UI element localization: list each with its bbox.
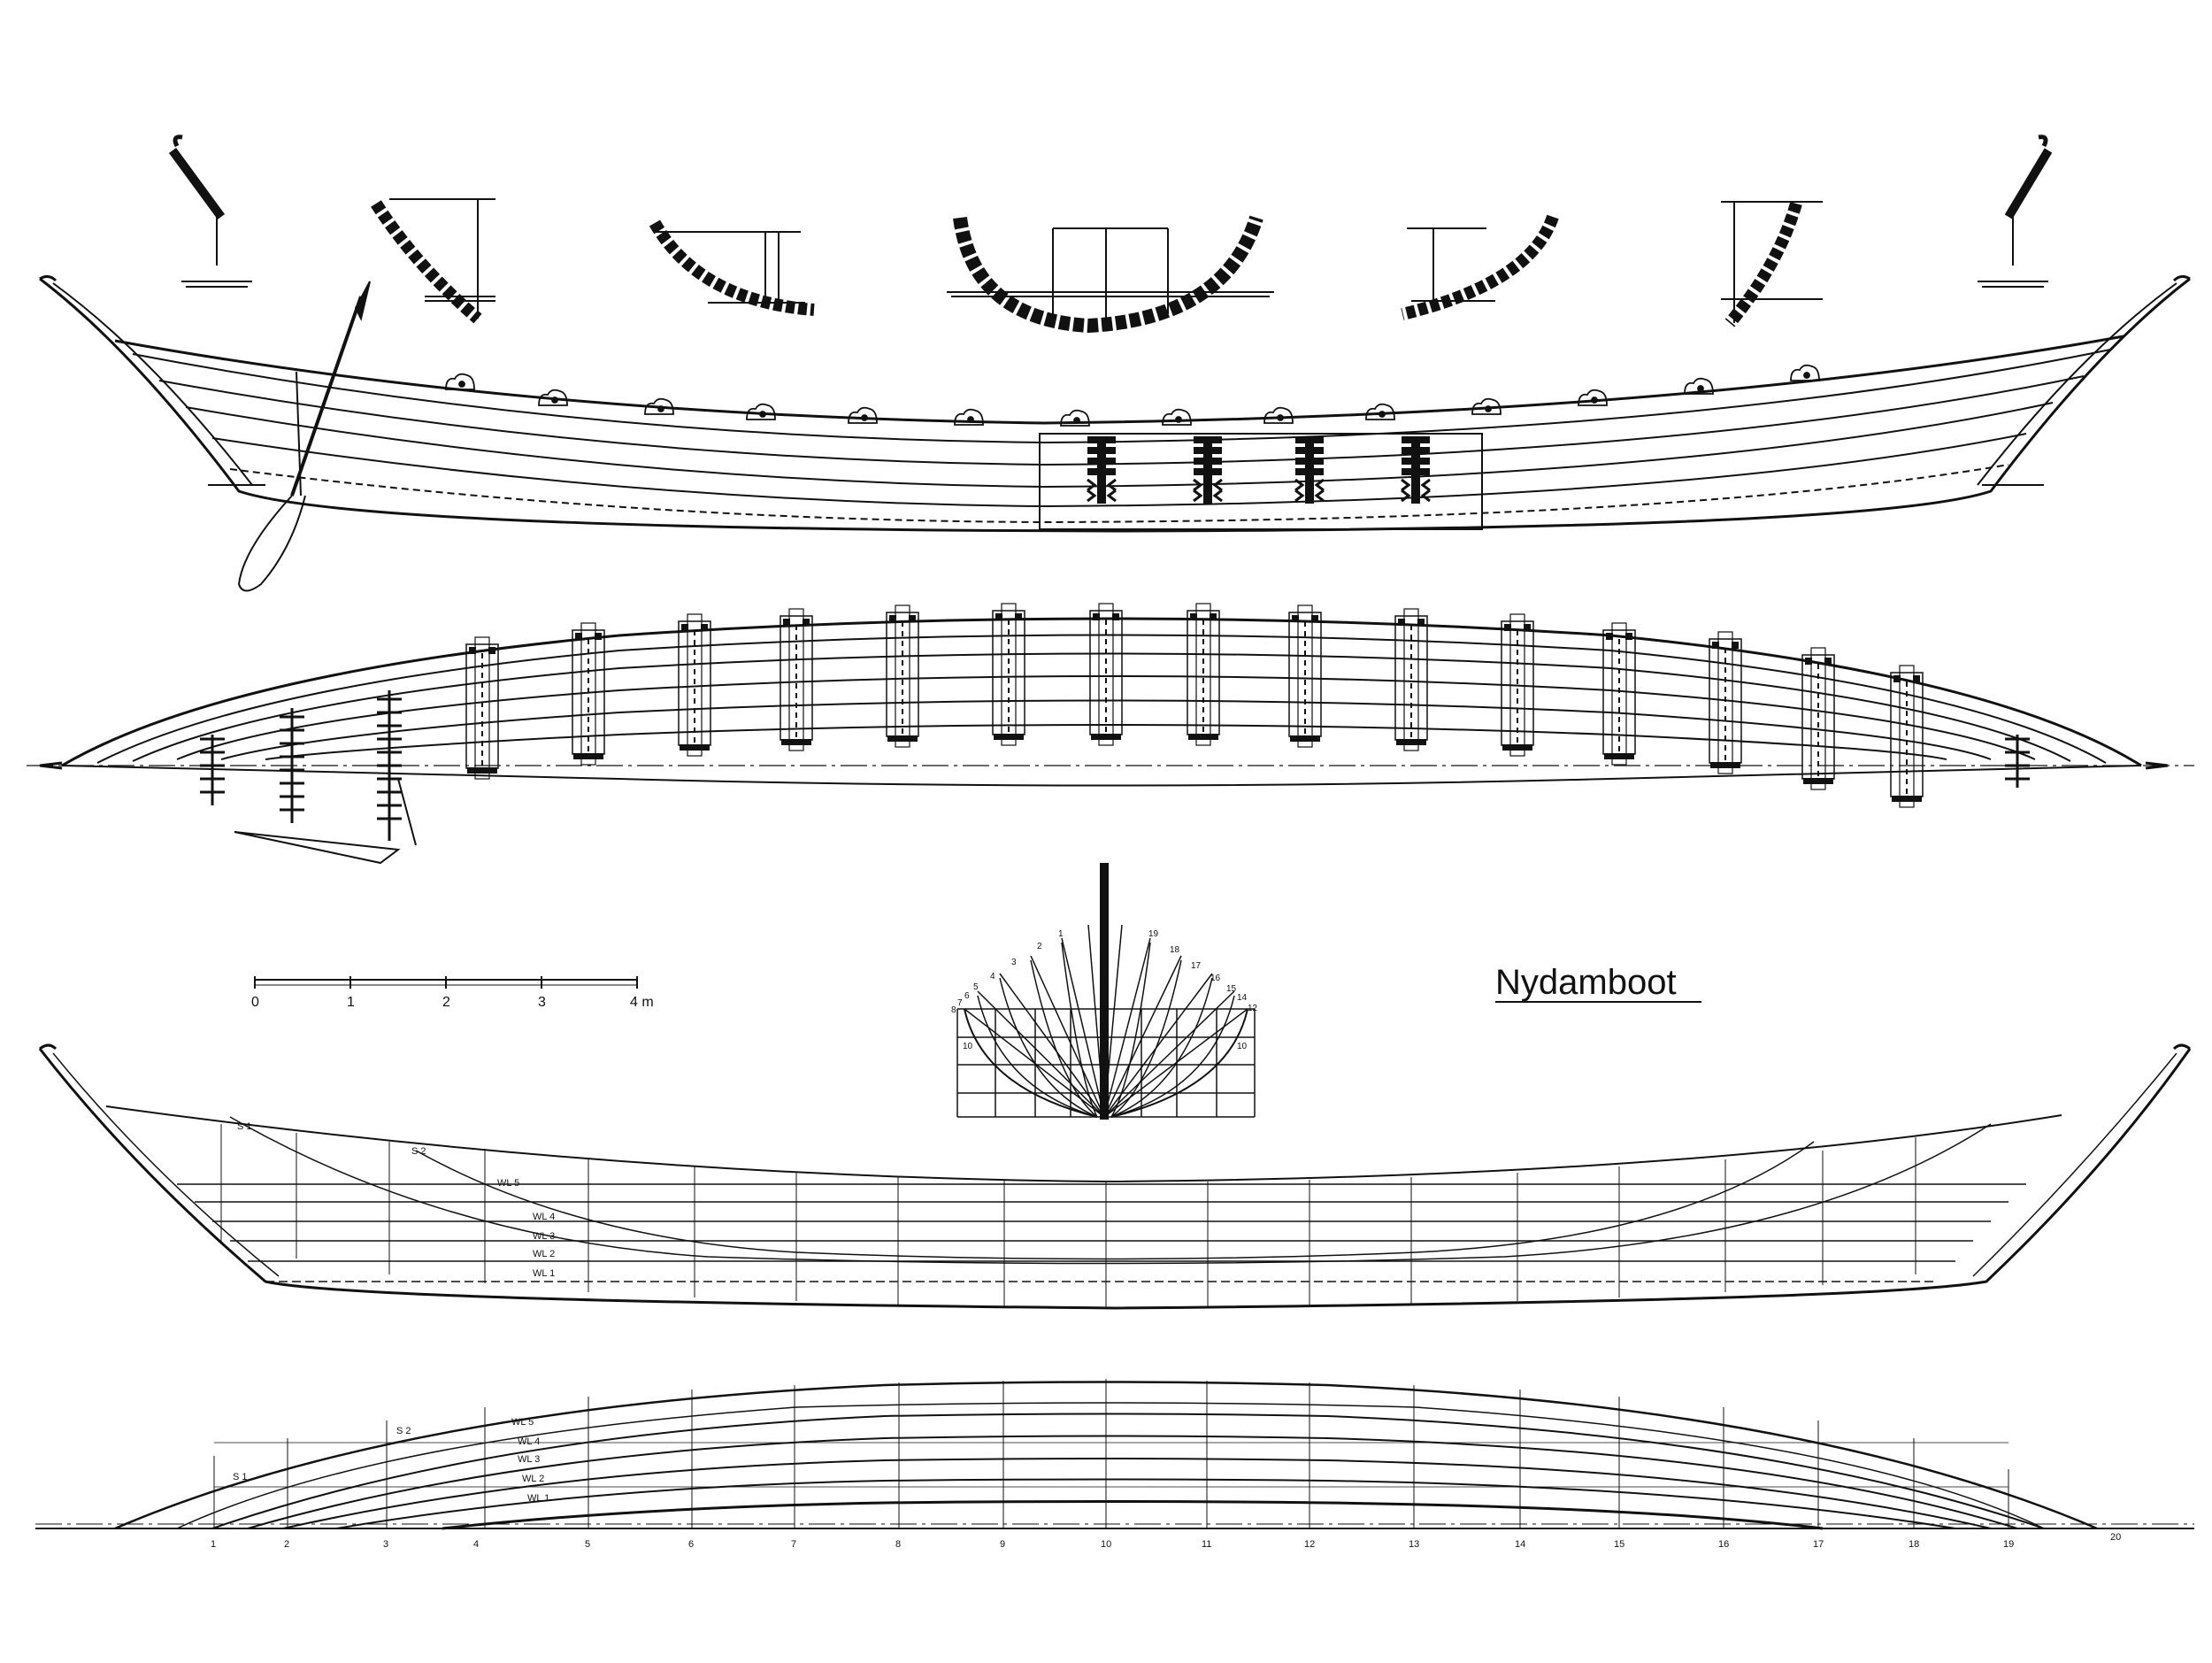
section-5 [1401, 214, 1559, 320]
sheer-label-wl4: WL 4 [533, 1212, 555, 1222]
frame-number-8: 8 [895, 1539, 901, 1550]
scale-label-4m: 4 m [630, 995, 654, 1010]
steering-oar [237, 281, 371, 592]
frame-number-6: 6 [688, 1539, 694, 1550]
scale-label-3: 3 [538, 995, 546, 1010]
body-plan: 1 2 3 4 5 6 7 8 19 18 17 16 15 14 12 10 … [951, 863, 1258, 1120]
frame-number-15: 15 [1614, 1539, 1624, 1550]
scale-bar: 0 1 2 3 4 m [251, 976, 654, 1010]
scale-label-1: 1 [347, 995, 355, 1010]
hb-label-wl5: WL 5 [511, 1417, 534, 1428]
frame-number-20: 20 [2110, 1532, 2121, 1543]
body-plan-num-14: 14 [1237, 993, 1248, 1003]
hb-label-wl1: WL 1 [527, 1493, 549, 1504]
frame-number-4: 4 [473, 1539, 479, 1550]
frame-number-3: 3 [383, 1539, 388, 1550]
frame-number-12: 12 [1304, 1539, 1315, 1550]
sheer-label-wl3: WL 3 [533, 1231, 555, 1242]
frame-number-10: 10 [1101, 1539, 1111, 1550]
section-stem-fore [168, 135, 252, 288]
frame-number-18: 18 [1909, 1539, 1919, 1550]
frame-number-17: 17 [1813, 1539, 1824, 1550]
frame-number-11: 11 [1202, 1539, 1211, 1550]
frame-number-16: 16 [1718, 1539, 1729, 1550]
half-breadth-plan: S 2 S 1 WL 5 WL 4 WL 3 WL 2 WL 1 1 2 3 4… [35, 1379, 2194, 1550]
hb-label-s2: S 2 [396, 1426, 411, 1436]
frame-number-1: 1 [211, 1539, 216, 1550]
section-stem-aft [1978, 135, 2053, 288]
body-plan-num-17: 17 [1191, 961, 1202, 971]
body-plan-num-2: 2 [1037, 942, 1042, 951]
section-2 [371, 198, 495, 324]
hb-label-s1: S 1 [233, 1472, 248, 1482]
sheer-label-s2: S 2 [411, 1146, 426, 1157]
body-plan-num-15: 15 [1226, 984, 1237, 994]
scale-label-2: 2 [442, 995, 450, 1010]
frame-number-7: 7 [791, 1539, 796, 1550]
sheer-plan: S 1 S 2 WL 5 WL 4 WL 3 WL 2 WL 1 [38, 1043, 2192, 1310]
section-3 [649, 219, 815, 316]
sheer-label-wl1: WL 1 [533, 1268, 555, 1279]
body-plan-num-12: 12 [1248, 1004, 1258, 1013]
sheer-label-s1: S 1 [237, 1121, 252, 1132]
drawing-title: Nydamboot [1495, 963, 1677, 1002]
section-6 [1721, 201, 1823, 327]
body-plan-num-8: 8 [951, 1005, 956, 1015]
section-midship [947, 215, 1274, 334]
frame-number-5: 5 [585, 1539, 590, 1550]
body-plan-num-19: 19 [1148, 929, 1159, 939]
frame-number-14: 14 [1515, 1539, 1525, 1550]
hb-label-wl4: WL 4 [518, 1436, 540, 1447]
cross-sections-row [168, 135, 2053, 334]
hb-label-wl3: WL 3 [518, 1454, 540, 1465]
profile-view [39, 274, 2191, 592]
hb-label-wl2: WL 2 [522, 1474, 544, 1484]
frame-number-13: 13 [1409, 1539, 1419, 1550]
frame-number-9: 9 [1000, 1539, 1005, 1550]
body-plan-num-5: 5 [973, 982, 979, 992]
body-plan-num-6: 6 [964, 991, 970, 1001]
frame-number-19: 19 [2003, 1539, 2014, 1550]
sheer-label-wl2: WL 2 [533, 1249, 555, 1259]
body-plan-num-4: 4 [990, 972, 995, 982]
body-plan-mark-left: 10 [963, 1042, 973, 1051]
body-plan-num-7: 7 [957, 998, 963, 1008]
body-plan-num-3: 3 [1011, 958, 1017, 967]
frame-number-2: 2 [284, 1539, 289, 1550]
body-plan-num-18: 18 [1170, 945, 1180, 955]
deck-plan [27, 603, 2194, 865]
body-plan-mark-right: 10 [1237, 1042, 1248, 1051]
sheer-label-wl5: WL 5 [497, 1178, 519, 1189]
scale-label-0: 0 [251, 995, 259, 1010]
body-plan-num-16: 16 [1210, 974, 1221, 983]
body-plan-num-1: 1 [1058, 929, 1064, 939]
